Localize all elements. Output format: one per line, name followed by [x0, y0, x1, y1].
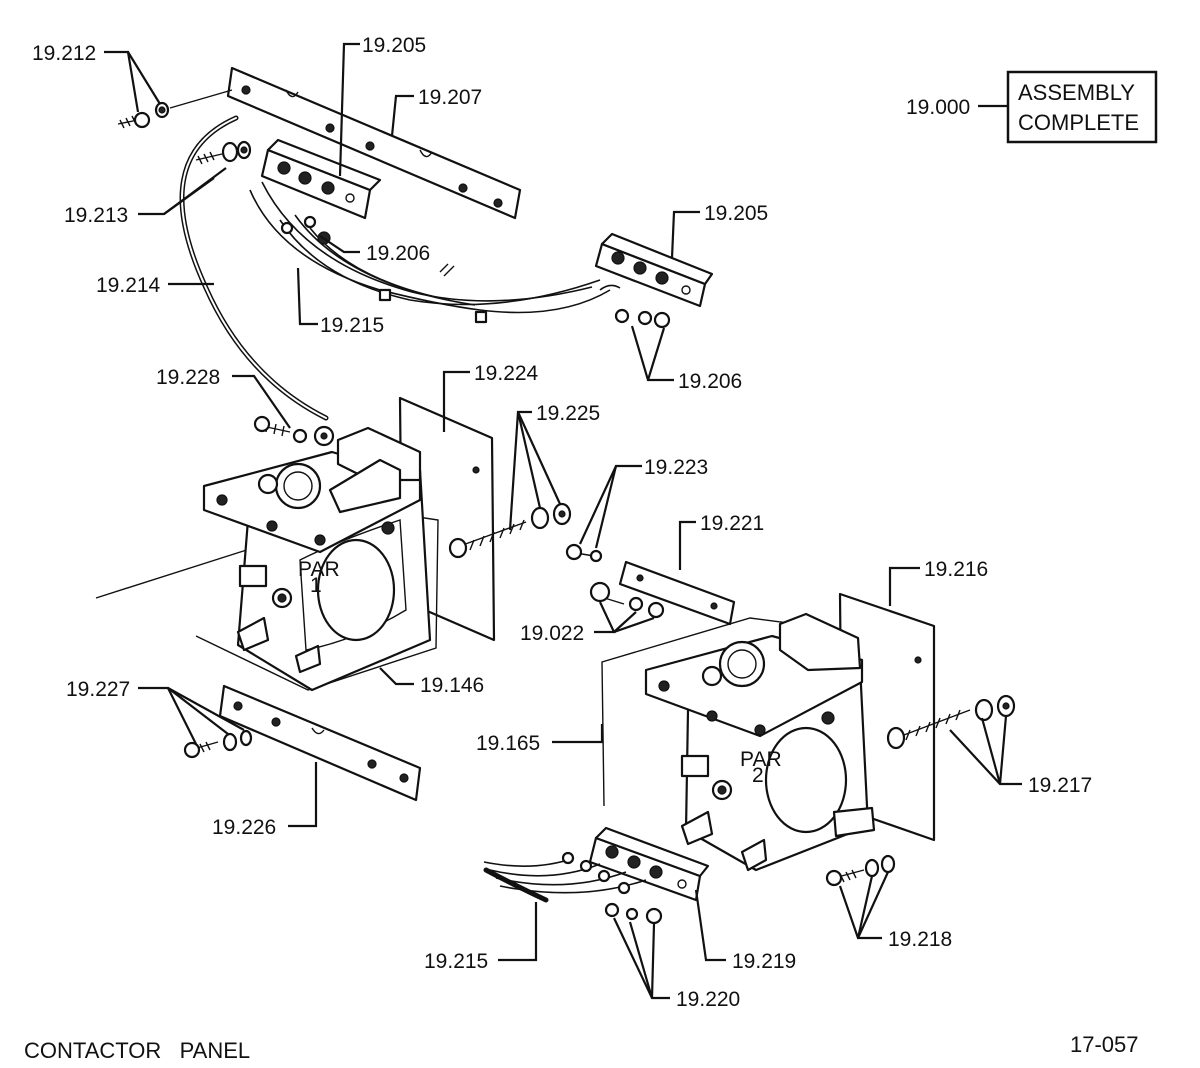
right-terminal-block [594, 232, 714, 329]
screw-set-19-228 [253, 415, 308, 444]
leader-lines [104, 42, 1022, 1000]
top-screw-set [117, 89, 233, 129]
ground-cable [179, 115, 335, 447]
callout-19-221: 19.221 [700, 512, 764, 535]
right-contactor: PAR 2 [601, 592, 936, 872]
callout-19-215-bottom: 19.215 [424, 950, 488, 973]
callout-19-217: 19.217 [1028, 774, 1092, 797]
callout-19-206-right: 19.206 [678, 370, 742, 393]
callout-19-227: 19.227 [66, 678, 130, 701]
callout-labels: 19.212 19.205 19.207 19.213 19.206 19.21… [32, 34, 1092, 1011]
lower-left-mounting-bar [183, 684, 422, 802]
bolt-set-19-225 [448, 502, 572, 559]
assembly-complete-box: ASSEMBLY COMPLETE 19.000 [906, 70, 1158, 144]
callout-19-022: 19.022 [520, 622, 584, 645]
callout-19-165: 19.165 [476, 732, 540, 755]
callout-19-212: 19.212 [32, 42, 96, 65]
callout-19-220: 19.220 [676, 988, 740, 1011]
callout-19-000: 19.000 [906, 96, 970, 119]
callout-19-213: 19.213 [64, 204, 128, 227]
coil-mark-left: PAR [298, 558, 340, 581]
left-contactor: PAR 1 [95, 396, 496, 692]
callout-19-223: 19.223 [644, 456, 708, 479]
callout-19-218: 19.218 [888, 928, 952, 951]
diagram-title: CONTACTOR PANEL [24, 1038, 250, 1063]
bottom-terminal-block [483, 826, 710, 925]
callout-19-219: 19.219 [732, 950, 796, 973]
bolt-set-19-217 [886, 694, 1016, 750]
callout-19-205-top: 19.205 [362, 34, 426, 57]
callout-19-214: 19.214 [96, 274, 161, 297]
callout-19-224: 19.224 [474, 362, 539, 385]
callout-19-216: 19.216 [924, 558, 988, 581]
drawing-number: 17-057 [1070, 1032, 1139, 1057]
callout-19-205-right: 19.205 [704, 202, 768, 225]
screw-set-19-213 [195, 140, 252, 165]
top-terminal-block [260, 138, 382, 220]
callout-19-226: 19.226 [212, 816, 276, 839]
screw-set-19-218 [825, 854, 896, 887]
callout-19-146: 19.146 [420, 674, 484, 697]
coil-mark-right: PAR [740, 748, 782, 771]
callout-19-228: 19.228 [156, 366, 220, 389]
link-bar [565, 543, 736, 626]
coil-mark-right-number: 2 [752, 764, 764, 787]
callout-19-215-top: 19.215 [320, 314, 384, 337]
callout-19-225: 19.225 [536, 402, 600, 425]
assembly-line-2: COMPLETE [1018, 110, 1139, 135]
top-mounting-bar [226, 66, 522, 220]
callout-19-206-top: 19.206 [366, 242, 430, 265]
callout-19-207: 19.207 [418, 86, 482, 109]
assembly-line-1: ASSEMBLY [1018, 80, 1135, 105]
coil-mark-left-number: 1 [310, 574, 322, 597]
